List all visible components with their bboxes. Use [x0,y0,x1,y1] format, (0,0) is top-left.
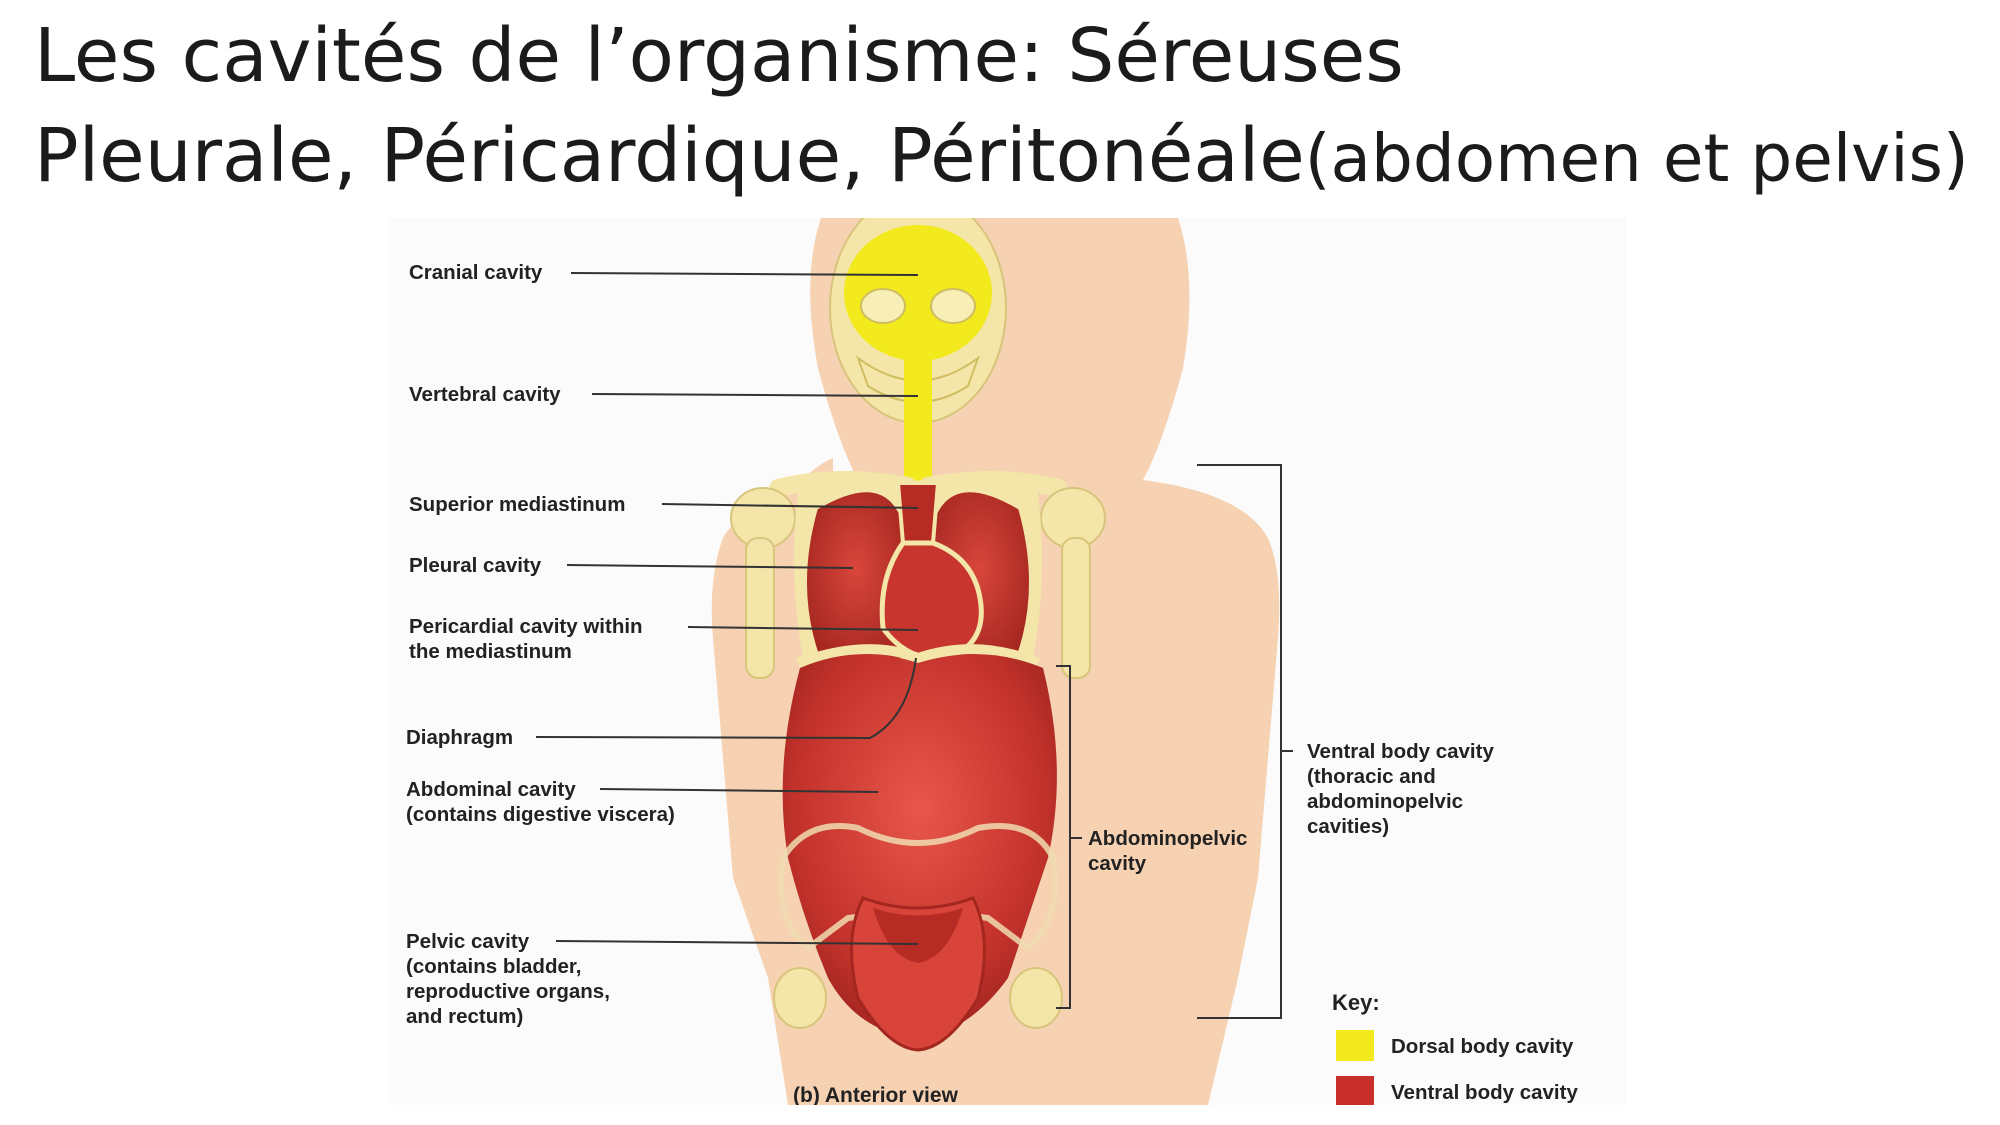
humerus-right [1061,537,1091,679]
title-line-1: Les cavités de l’organisme: Séreuses [34,13,1404,99]
anatomy-illustration [535,218,1293,1105]
slide-title: Les cavités de l’organisme: Séreuses Ple… [34,6,1969,209]
leader-abdominal [599,788,879,793]
key-label-dorsal: Dorsal body cavity [1391,1035,1574,1058]
leader-pericardial [687,626,919,631]
cranial-cavity-shape [844,225,992,361]
label-abdominal-cavity: Abdominal cavity (contains digestive vis… [406,778,675,826]
leader-cranial [570,272,919,276]
key-title: Key: [1332,990,1380,1015]
eye-socket-left [860,288,906,324]
key-label-ventral: Ventral body cavity [1391,1081,1578,1104]
key-swatch-ventral [1336,1076,1374,1105]
key-swatch-dorsal [1336,1030,1374,1061]
label-pericardial-cavity: Pericardial cavity within the mediastinu… [409,615,643,663]
leader-pleural [566,564,854,569]
superior-mediastinum [895,481,941,545]
leader-diaphragm [535,657,917,740]
vertebral-cavity-shape [904,338,932,518]
leader-vertebral [591,393,919,397]
title-line-2-parenthetical: (abdomen et pelvis) [1304,120,1969,197]
figure-caption: (b) Anterior view [793,1084,958,1105]
label-abdominopelvic-cavity: Abdominopelvic cavity [1088,827,1248,875]
label-pelvic-cavity: Pelvic cavity (contains bladder, reprodu… [406,930,610,1028]
label-pleural-cavity: Pleural cavity [409,554,542,577]
bracket-abdominopelvic [1056,665,1082,1009]
label-cranial-cavity: Cranial cavity [409,261,543,284]
pelvis [777,823,1059,952]
label-superior-mediastinum: Superior mediastinum [409,493,626,516]
humerus-left [745,537,775,679]
leader-lines [535,272,1293,1019]
femur-left [773,967,827,1029]
eye-socket-right [930,288,976,324]
jaw [855,355,981,403]
label-ventral-body-cavity: Ventral body cavity (thoracic and abdomi… [1307,740,1494,838]
label-vertebral-cavity: Vertebral cavity [409,383,561,406]
pelvic-inner [873,908,963,963]
label-diaphragm: Diaphragm [406,726,514,749]
body-cavities-figure: Cranial cavity Vertebral cavity Superior… [388,218,1626,1105]
femur-right [1009,967,1063,1029]
bracket-ventral [1197,464,1293,1019]
title-line-2: Pleurale, Péricardique, Péritonéale [34,113,1305,199]
leader-superior-mediastinum [661,503,919,509]
leader-pelvic [555,940,919,945]
diaphragm-band [796,644,1040,668]
